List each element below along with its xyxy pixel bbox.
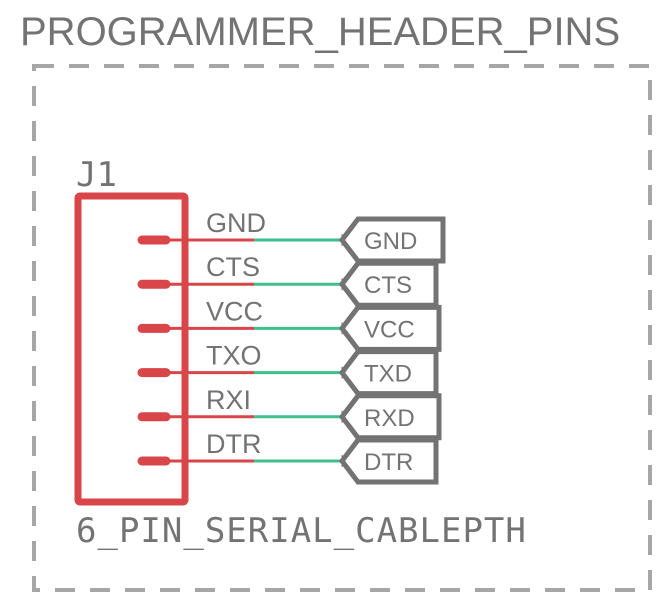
net-label-text: RXD [364, 405, 415, 432]
net-label-outline[interactable] [338, 349, 439, 397]
pin-name: VCC [206, 296, 263, 326]
net-label-outline[interactable] [338, 393, 442, 441]
pin-name: GND [206, 208, 266, 238]
net-label-text: GND [364, 228, 417, 255]
pin-name: TXO [206, 341, 262, 371]
pin-name: DTR [206, 429, 262, 459]
net-label-text: CTS [364, 272, 412, 299]
net-label-outline[interactable] [338, 304, 442, 352]
net-label-outline[interactable] [338, 216, 446, 264]
net-label-outline[interactable] [338, 437, 439, 485]
sheet-frame [32, 64, 652, 592]
net-label-text: VCC [364, 316, 415, 343]
net-label-outline[interactable] [338, 260, 439, 308]
part-refdes: J1 [76, 155, 117, 195]
net-label-text: TXD [364, 361, 412, 388]
pin-name: RXI [206, 385, 251, 415]
pin-name: CTS [206, 252, 260, 282]
sheet-title: PROGRAMMER_HEADER_PINS [20, 10, 620, 54]
connector-body[interactable] [74, 192, 189, 506]
part-value: 6_PIN_SERIAL_CABLEPTH [76, 511, 527, 551]
net-label-text: DTR [364, 449, 413, 476]
pins-group: GND GND CTS CTS VCC VCC TXO TXD RXI RXD DTR DTR [137, 208, 446, 485]
